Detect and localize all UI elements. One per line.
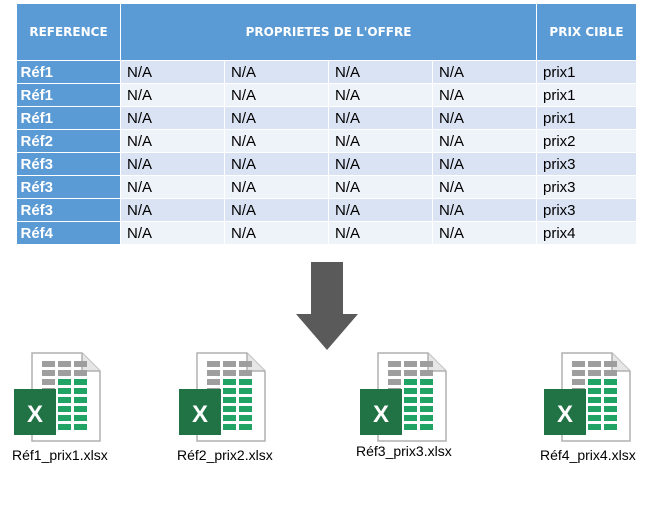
svg-text:X: X (557, 401, 573, 428)
property-cell: N/A (328, 152, 433, 176)
property-cell: N/A (224, 152, 329, 176)
svg-text:X: X (192, 401, 208, 428)
reference-cell: Réf1 (16, 106, 121, 130)
property-cell: N/A (328, 129, 433, 153)
excel-file-2: X Réf2_prix2.xlsx (177, 345, 317, 495)
svg-text:X: X (373, 401, 389, 428)
excel-file-icon: X (179, 352, 266, 442)
property-cell: N/A (120, 198, 225, 222)
price-cell: prix4 (536, 221, 638, 245)
property-cell: N/A (328, 198, 433, 222)
reference-cell: Réf3 (16, 152, 121, 176)
header-reference: REFERENCE (16, 3, 121, 61)
property-cell: N/A (120, 175, 225, 199)
property-cell: N/A (120, 83, 225, 107)
down-arrow-icon (296, 262, 358, 350)
property-cell: N/A (328, 83, 433, 107)
property-cell: N/A (432, 152, 538, 176)
excel-file-icon: X (14, 352, 101, 442)
table-header-row: REFERENCE PROPRIETES DE L'OFFRE PRIX CIB… (16, 3, 638, 61)
header-price: PRIX CIBLE (536, 3, 638, 61)
property-cell: N/A (328, 221, 433, 245)
price-cell: prix1 (536, 106, 638, 130)
excel-file-icon: X (360, 352, 447, 442)
property-cell: N/A (120, 221, 225, 245)
price-cell: prix3 (536, 152, 638, 176)
property-cell: N/A (120, 106, 225, 130)
property-cell: N/A (224, 60, 329, 84)
reference-cell: Réf2 (16, 129, 121, 153)
header-properties: PROPRIETES DE L'OFFRE (119, 3, 538, 61)
file-name: Réf3_prix3.xlsx (356, 443, 452, 459)
excel-file-icon: X (544, 352, 631, 442)
property-cell: N/A (224, 175, 329, 199)
reference-cell: Réf1 (16, 83, 121, 107)
excel-file-1: X Réf1_prix1.xlsx (12, 345, 152, 495)
property-cell: N/A (224, 83, 329, 107)
property-cell: N/A (120, 60, 225, 84)
property-cell: N/A (432, 106, 538, 130)
file-name: Réf1_prix1.xlsx (12, 447, 108, 463)
price-cell: prix1 (536, 83, 638, 107)
property-cell: N/A (432, 221, 538, 245)
price-cell: prix3 (536, 175, 638, 199)
property-cell: N/A (432, 60, 538, 84)
file-name: Réf4_prix4.xlsx (540, 447, 636, 463)
property-cell: N/A (328, 106, 433, 130)
property-cell: N/A (432, 175, 538, 199)
data-table: REFERENCE PROPRIETES DE L'OFFRE PRIX CIB… (16, 3, 638, 245)
property-cell: N/A (224, 221, 329, 245)
reference-cell: Réf1 (16, 60, 121, 84)
property-cell: N/A (224, 106, 329, 130)
property-cell: N/A (120, 152, 225, 176)
reference-cell: Réf3 (16, 175, 121, 199)
property-cell: N/A (224, 198, 329, 222)
reference-cell: Réf3 (16, 198, 121, 222)
reference-cell: Réf4 (16, 221, 121, 245)
file-name: Réf2_prix2.xlsx (177, 447, 273, 463)
price-cell: prix2 (536, 129, 638, 153)
property-cell: N/A (120, 129, 225, 153)
property-cell: N/A (432, 129, 538, 153)
price-cell: prix1 (536, 60, 638, 84)
property-cell: N/A (224, 129, 329, 153)
excel-file-4: X Réf4_prix4.xlsx (540, 345, 668, 495)
excel-file-3: X Réf3_prix3.xlsx (356, 345, 498, 495)
svg-text:X: X (27, 401, 43, 428)
property-cell: N/A (328, 175, 433, 199)
property-cell: N/A (432, 83, 538, 107)
property-cell: N/A (328, 60, 433, 84)
property-cell: N/A (432, 198, 538, 222)
price-cell: prix3 (536, 198, 638, 222)
